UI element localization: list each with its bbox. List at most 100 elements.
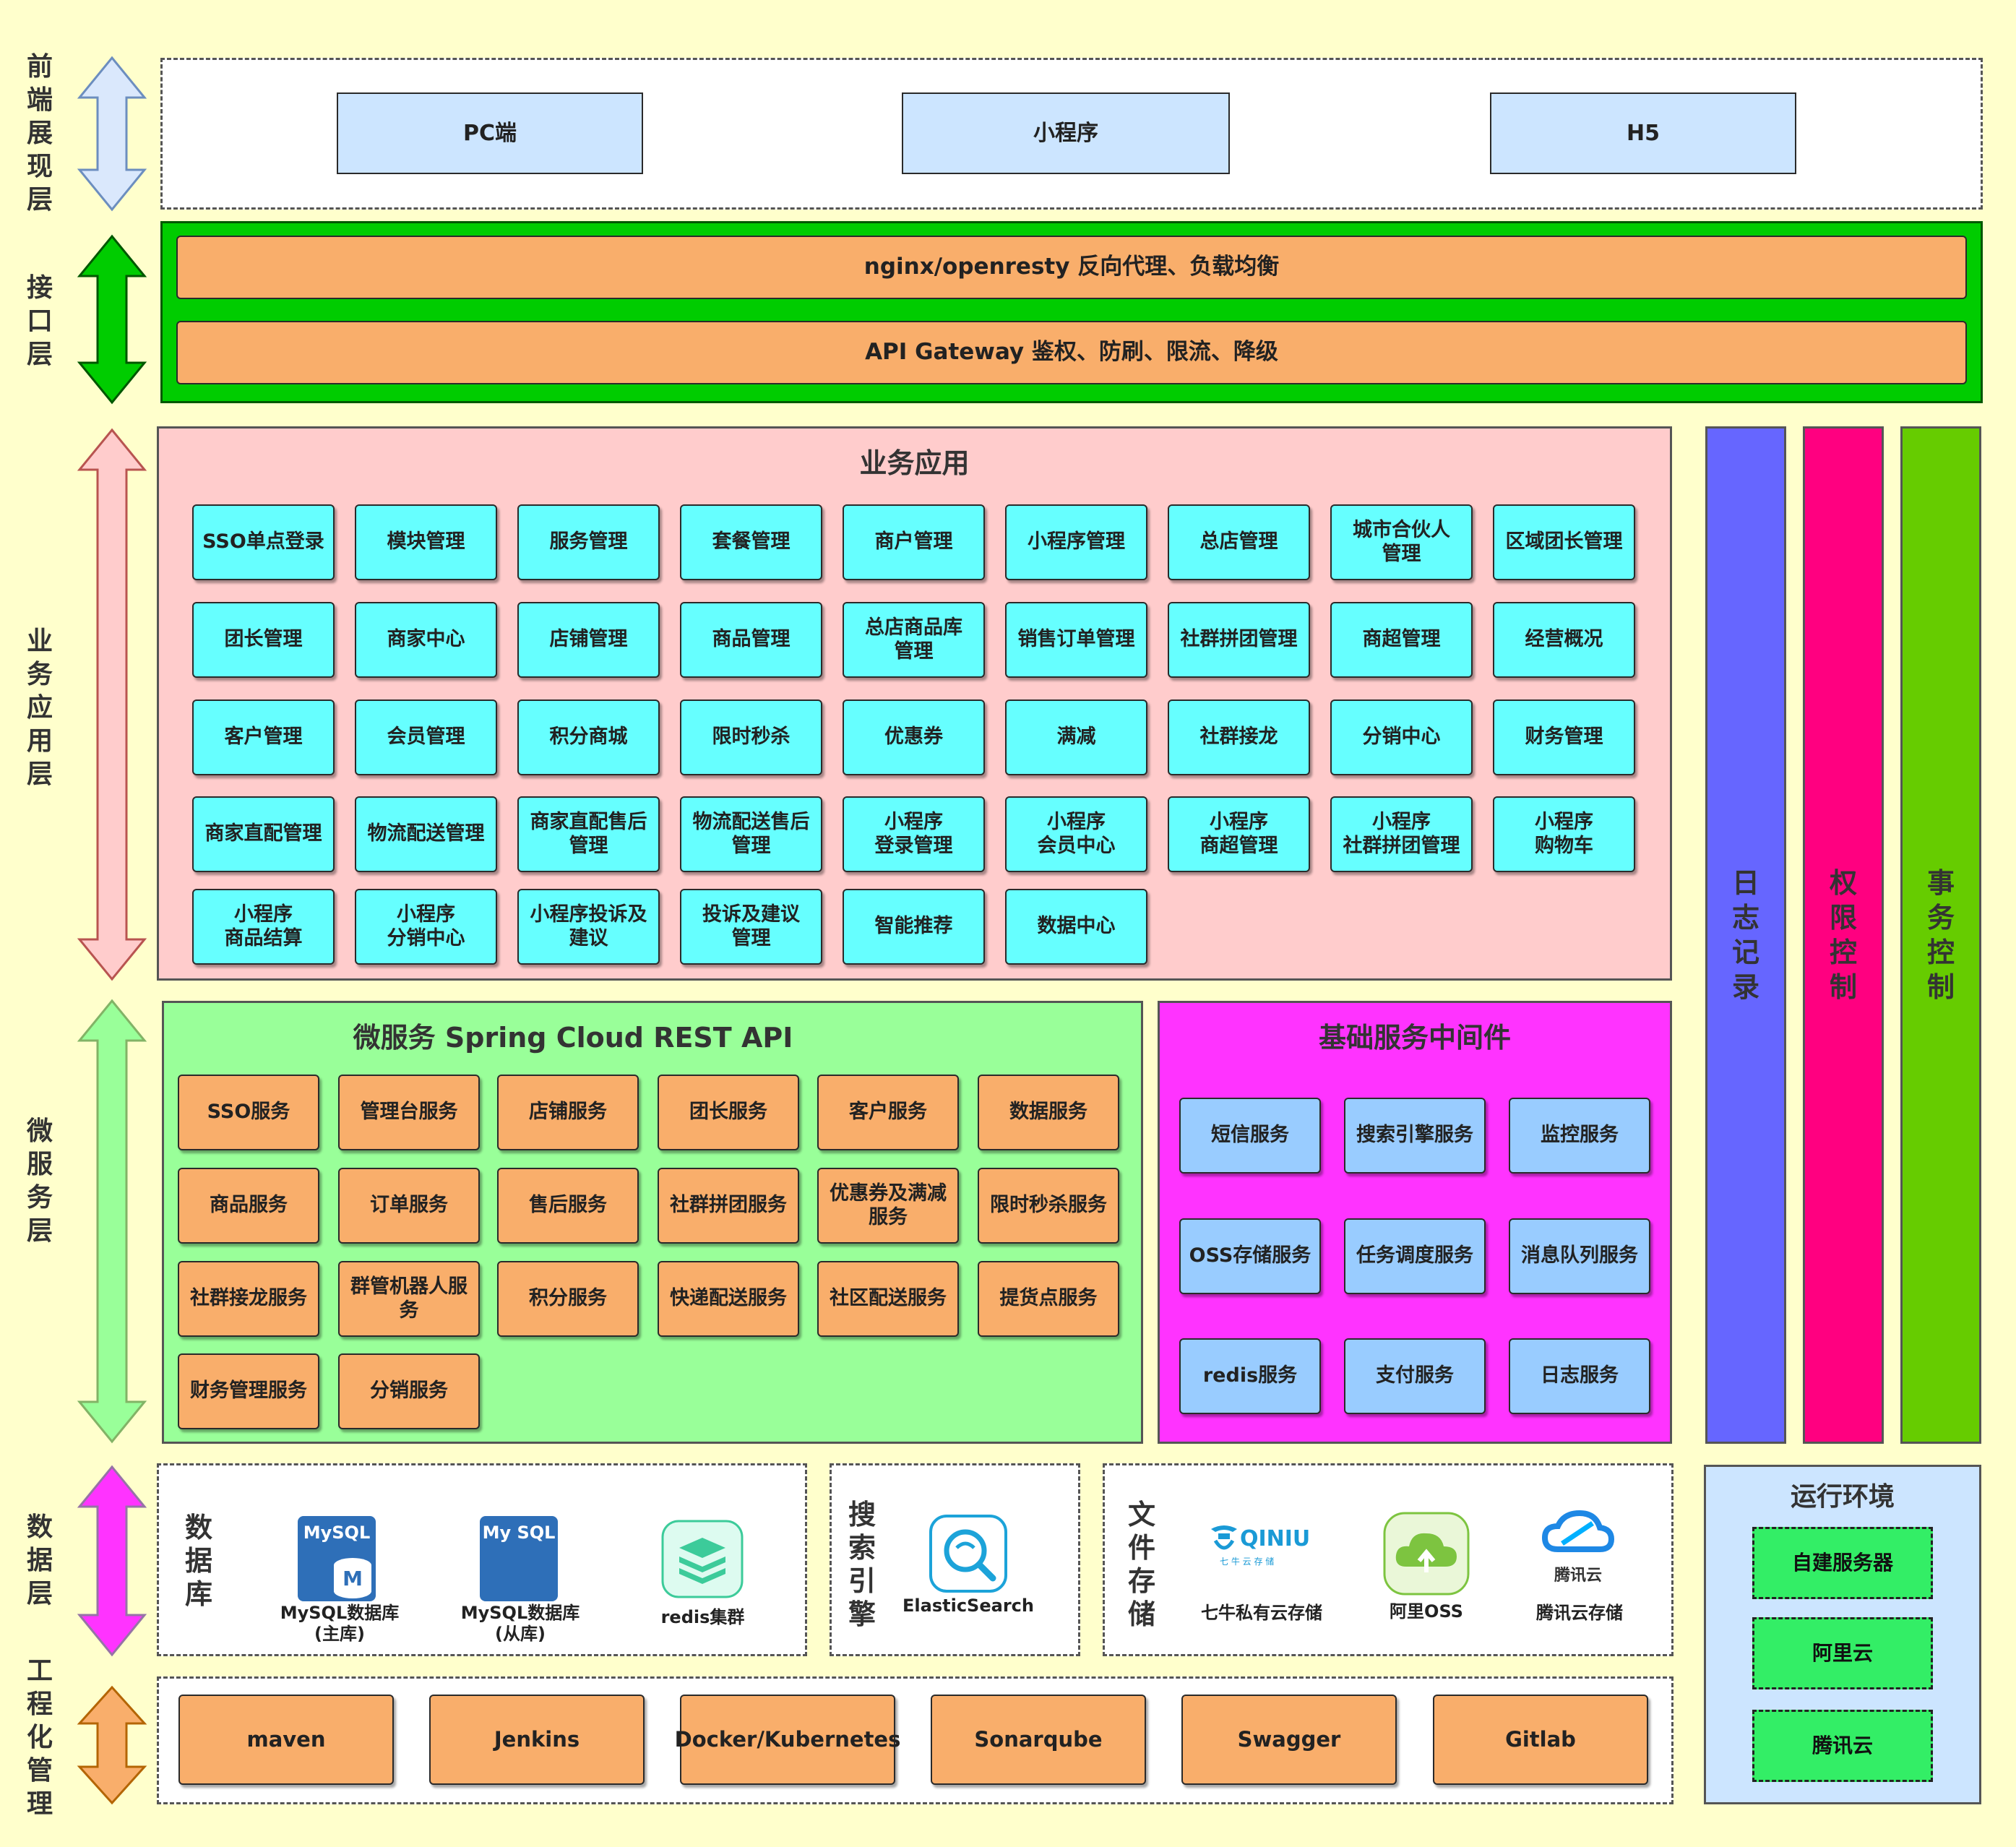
- business-module: 社群拼团管理: [1168, 602, 1310, 678]
- microservice-item: 客户服务: [817, 1075, 959, 1150]
- business-module: 智能推荐: [843, 889, 985, 965]
- interface-gateway: API Gateway 鉴权、防刷、限流、降级: [176, 321, 1967, 384]
- business-module: 套餐管理: [680, 504, 822, 580]
- side-column-logging-char: 记: [1731, 937, 1759, 968]
- qiniu-logo-icon: QINIU 七 牛 云 存 储: [1208, 1522, 1317, 1572]
- business-module: 小程序 购物车: [1493, 796, 1635, 872]
- side-column-transaction-char: 务: [1926, 902, 1955, 934]
- layer-label-data: 数据层: [14, 1510, 65, 1611]
- frontend-item-pc: PC端: [337, 92, 643, 174]
- redis-cluster-caption: redis集群: [660, 1607, 745, 1627]
- database-label: 数据库: [173, 1499, 224, 1622]
- label-char: 业: [26, 627, 53, 656]
- side-column-logging: 日志记录: [1705, 426, 1786, 1444]
- mysql-slave-caption: MySQL数据库 (从库): [460, 1603, 580, 1644]
- label-char: 库: [184, 1578, 212, 1610]
- microservice-item: 提货点服务: [978, 1261, 1119, 1337]
- middleware-item: 监控服务: [1509, 1098, 1650, 1174]
- label-char: 前: [26, 52, 53, 82]
- file-storage-label: 文件存储: [1116, 1489, 1167, 1640]
- label-char: 管: [26, 1756, 53, 1786]
- side-column-transaction: 事务控制: [1900, 426, 1981, 1444]
- business-module: 社群接龙: [1168, 699, 1310, 775]
- middleware-item: 搜索引擎服务: [1344, 1098, 1486, 1174]
- microservice-item: 售后服务: [497, 1168, 639, 1244]
- label-char: 层: [26, 759, 53, 789]
- middleware-title: 基础服务中间件: [1318, 1022, 1511, 1054]
- mysql-master-caption: MySQL数据库 (主库): [280, 1603, 400, 1644]
- aliyun-oss-icon: [1383, 1512, 1470, 1596]
- middleware-item: redis服务: [1179, 1338, 1321, 1414]
- business-module: 商超管理: [1330, 602, 1473, 678]
- middleware-item: 支付服务: [1344, 1338, 1486, 1414]
- frontend-item-h5: H5: [1490, 92, 1796, 174]
- microservice-item: 社群拼团服务: [658, 1168, 799, 1244]
- qiniu-logo-text: QINIU: [1240, 1526, 1311, 1551]
- middleware-item: 短信服务: [1179, 1098, 1321, 1174]
- label-char: 用: [26, 726, 53, 756]
- microservice-item: 团长服务: [658, 1075, 799, 1150]
- business-module: 经营概况: [1493, 602, 1635, 678]
- business-module: SSO单点登录: [192, 504, 335, 580]
- runtime-item-tencent: 腾讯云: [1752, 1710, 1933, 1782]
- label-char: 接: [26, 273, 53, 303]
- business-module: 销售订单管理: [1005, 602, 1147, 678]
- microservice-item: 限时秒杀服务: [978, 1168, 1119, 1244]
- side-column-transaction-char: 制: [1926, 971, 1955, 1003]
- business-module: 投诉及建议 管理: [680, 889, 822, 965]
- side-column-logging-char: 志: [1731, 902, 1759, 934]
- label-char: 储: [1127, 1598, 1155, 1630]
- mysql-slave-icon: My SQL: [480, 1516, 558, 1601]
- microservice-item: 社区配送服务: [817, 1261, 959, 1337]
- microservice-item: SSO服务: [178, 1075, 319, 1150]
- business-module: 商家直配管理: [192, 796, 335, 872]
- side-column-logging-char: 日: [1731, 867, 1759, 899]
- label-char: 微: [26, 1116, 53, 1146]
- label-char: 存: [1127, 1565, 1155, 1597]
- tencent-cloud-icon: [1542, 1510, 1614, 1552]
- business-module: 商户管理: [843, 504, 985, 580]
- layer-label-business: 业务应用层: [14, 621, 65, 795]
- side-column-permission-char: 权: [1829, 867, 1857, 899]
- microservice-item: 商品服务: [178, 1168, 319, 1244]
- business-title: 业务应用: [859, 447, 970, 479]
- microservice-item: 分销服务: [338, 1353, 480, 1429]
- label-char: 索: [848, 1532, 876, 1564]
- business-module: 模块管理: [355, 504, 497, 580]
- business-module: 服务管理: [517, 504, 660, 580]
- business-module: 小程序 社群拼团管理: [1330, 796, 1473, 872]
- label-char: 引: [848, 1565, 876, 1597]
- label-char: 数: [26, 1512, 53, 1542]
- microservice-item: 社群接龙服务: [178, 1261, 319, 1337]
- runtime-title: 运行环境: [1790, 1482, 1895, 1512]
- label-char: 应: [26, 693, 53, 723]
- business-module: 小程序 会员中心: [1005, 796, 1147, 872]
- label-char: 层: [26, 340, 53, 369]
- engineering-tool: Swagger: [1181, 1695, 1397, 1785]
- business-module: 小程序管理: [1005, 504, 1147, 580]
- label-char: 层: [26, 185, 53, 215]
- business-module: 优惠券: [843, 699, 985, 775]
- side-column-permission-char: 制: [1829, 971, 1857, 1003]
- business-module: 小程序投诉及 建议: [517, 889, 660, 965]
- business-module: 小程序 商超管理: [1168, 796, 1310, 872]
- qiniu-mark-icon: [1211, 1525, 1237, 1550]
- business-module: 商家直配售后 管理: [517, 796, 660, 872]
- elasticsearch-icon: [929, 1515, 1007, 1593]
- microservice-item: 订单服务: [338, 1168, 480, 1244]
- label-char: 理: [26, 1789, 53, 1819]
- mysql-master-icon-letter: M: [343, 1566, 363, 1590]
- label-char: 擎: [848, 1598, 876, 1630]
- layer-label-interface: 接口层: [14, 267, 65, 376]
- mysql-slave-icon-text: My SQL: [482, 1523, 556, 1543]
- arrow-microservice-icon: [77, 999, 147, 1444]
- business-module: 店铺管理: [517, 602, 660, 678]
- label-char: 层: [26, 1216, 53, 1246]
- microservice-item: 数据服务: [978, 1075, 1119, 1150]
- engineering-tool: Sonarqube: [931, 1695, 1146, 1785]
- arrow-data-icon: [77, 1465, 147, 1657]
- microservice-item: 积分服务: [497, 1261, 639, 1337]
- mysql-master-icon: MySQL M: [298, 1516, 376, 1601]
- engineering-tool: Docker/Kubernetes: [675, 1695, 900, 1785]
- business-module: 商家中心: [355, 602, 497, 678]
